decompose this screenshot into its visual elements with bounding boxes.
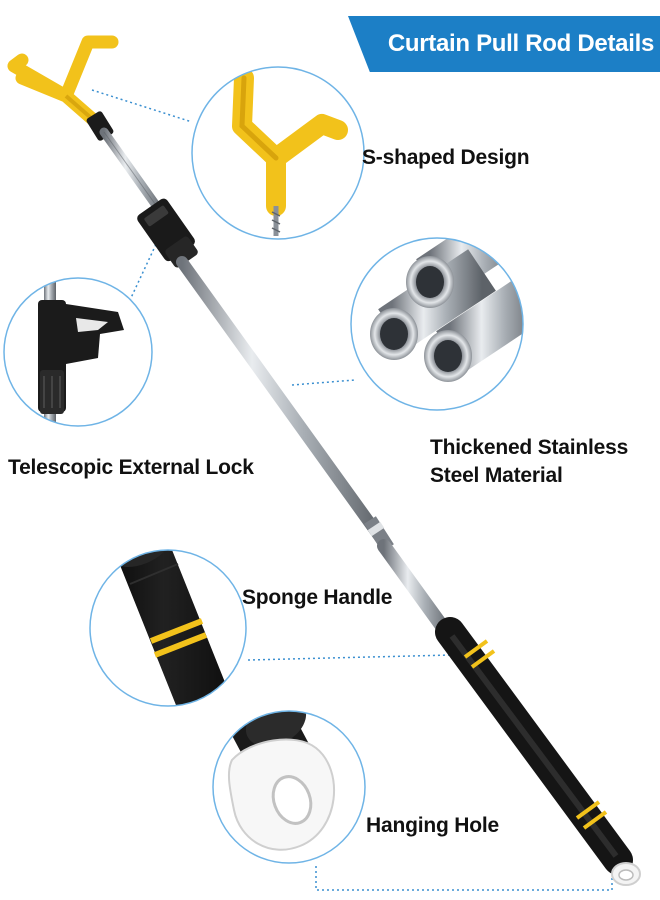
title-banner: Curtain Pull Rod Details — [348, 16, 660, 72]
label-material: Thickened Stainless Steel Material — [430, 434, 628, 490]
label-s-shaped: S-shaped Design — [362, 146, 530, 169]
lock-on-rod — [137, 198, 198, 268]
hook-icon — [7, 35, 119, 131]
detail-circle-material — [350, 237, 524, 411]
detail-circle-hole — [212, 710, 366, 864]
steel-tubes-icon — [370, 238, 523, 382]
label-handle: Sponge Handle — [242, 586, 393, 609]
page-title: Curtain Pull Rod Details — [387, 30, 654, 57]
detail-circle-hook — [191, 66, 365, 240]
label-material-line2: Steel Material — [430, 464, 563, 487]
leader-handle — [247, 654, 453, 661]
leader-hole — [315, 866, 613, 891]
label-material-line1: Thickened Stainless — [430, 436, 629, 459]
leader-hook — [91, 89, 193, 123]
label-hole: Hanging Hole — [366, 814, 499, 837]
leader-material — [291, 379, 356, 386]
curtain-rod — [7, 35, 641, 886]
detail-circle-handle — [89, 549, 247, 707]
leader-lines — [91, 89, 613, 891]
label-lock: Telescopic External Lock — [8, 456, 254, 479]
detail-circle-lock — [3, 277, 153, 427]
leader-lock — [129, 239, 159, 301]
